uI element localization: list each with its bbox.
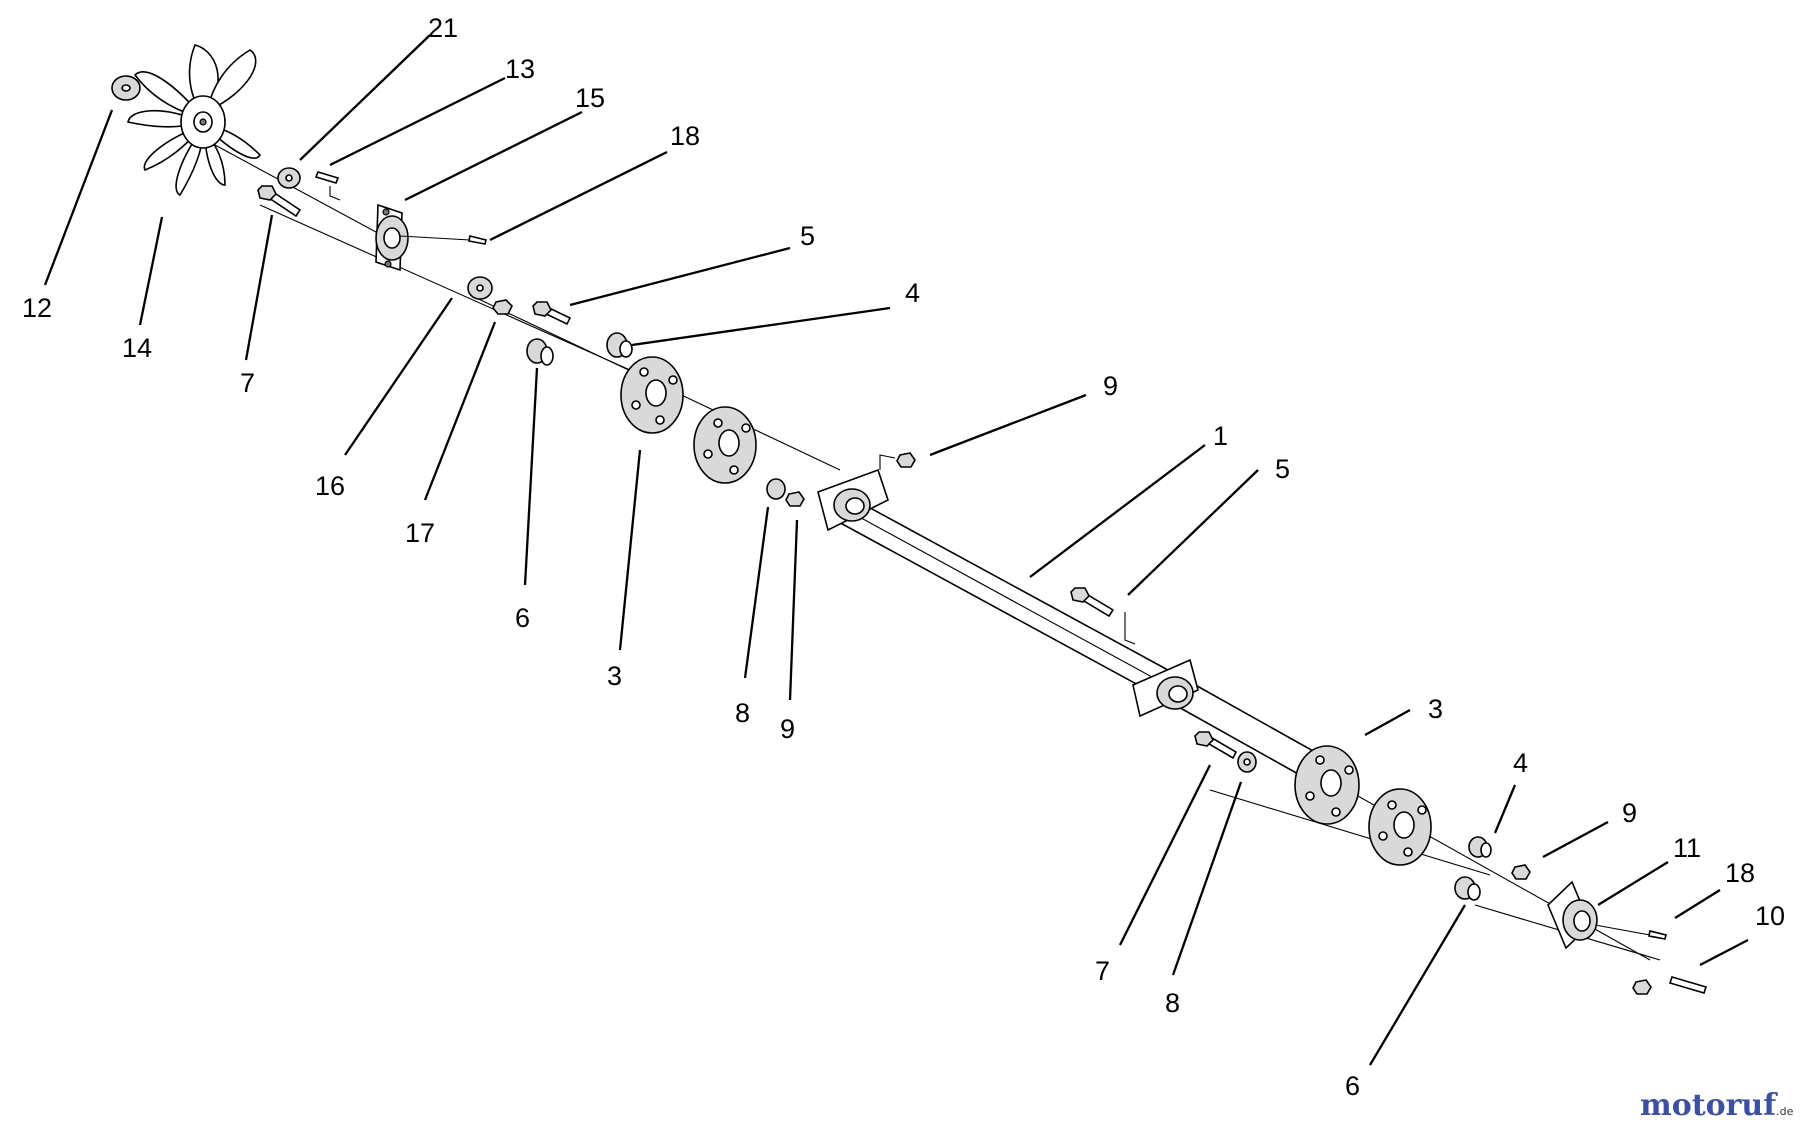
washer-icon [111,75,141,101]
bushing-icon [526,338,554,366]
callout-9: 9 [1103,371,1118,401]
callout-15: 15 [575,83,605,113]
callout-4: 4 [1513,748,1528,778]
callout-3: 3 [1428,694,1443,724]
callout-18: 18 [1725,858,1755,888]
bushing-icon [1454,876,1481,901]
callout-7: 7 [1095,956,1110,986]
watermark-logo: motoruf.de [1640,1088,1794,1123]
svg-text:motoruf.de: motoruf.de [1640,1088,1794,1123]
main-shaft [833,495,1317,777]
mounting-disc-icon [693,406,757,484]
callout-labels: 21 13 15 18 5 4 9 1 5 12 14 7 16 17 6 3 … [22,13,1785,1101]
bolt-icon [257,185,302,218]
callout-18: 18 [670,121,700,151]
callout-9: 9 [1622,798,1637,828]
fan-blade-icon [127,44,261,197]
mounting-disc-icon [1294,745,1360,825]
callout-11: 11 [1673,833,1701,863]
mounting-disc-icon [620,356,684,434]
flange-bearing-icon [375,203,409,272]
bolt-icon [1594,924,1667,940]
nut-icon [492,299,513,315]
watermark-brand: motoruf [1640,1088,1778,1123]
flange-bearing-icon [817,454,896,532]
leader-lines [43,34,1749,1066]
callout-10: 10 [1755,901,1785,931]
callout-5: 5 [800,221,815,251]
callout-16: 16 [315,471,345,501]
callout-13: 13 [505,54,535,84]
bushing-icon [1468,836,1492,858]
nut-icon [896,452,916,468]
callout-12: 12 [22,293,52,323]
watermark-tld: .de [1776,1105,1793,1118]
bolt-icon [532,301,572,326]
callout-14: 14 [122,333,152,363]
pin-icon [1668,976,1708,994]
flange-bearing-icon [1132,658,1199,718]
mounting-disc-icon [1368,788,1432,866]
callout-8: 8 [735,698,750,728]
callout-4: 4 [905,278,920,308]
callout-6: 6 [515,603,530,633]
callout-8: 8 [1165,988,1180,1018]
bushing-icon [606,332,633,358]
bolt-icon [399,235,487,245]
bolt-icon [1194,731,1238,760]
flange-bearing-icon [1547,880,1598,950]
callout-6: 6 [1345,1071,1360,1101]
bolt-icon [1070,587,1136,645]
washer-icon [277,167,301,189]
callout-17: 17 [405,518,435,548]
callout-3: 3 [607,661,622,691]
washer-icon [1237,751,1257,773]
pin-icon [314,171,341,201]
callout-1: 1 [1213,421,1228,451]
callout-21: 21 [428,13,458,43]
callout-7: 7 [240,368,255,398]
nut-icon [1632,979,1652,995]
callout-5: 5 [1275,454,1290,484]
washer-icon [766,478,786,500]
nut-icon [785,491,805,507]
washer-icon [467,276,493,300]
callout-9: 9 [780,714,795,744]
nut-icon [1511,864,1531,880]
